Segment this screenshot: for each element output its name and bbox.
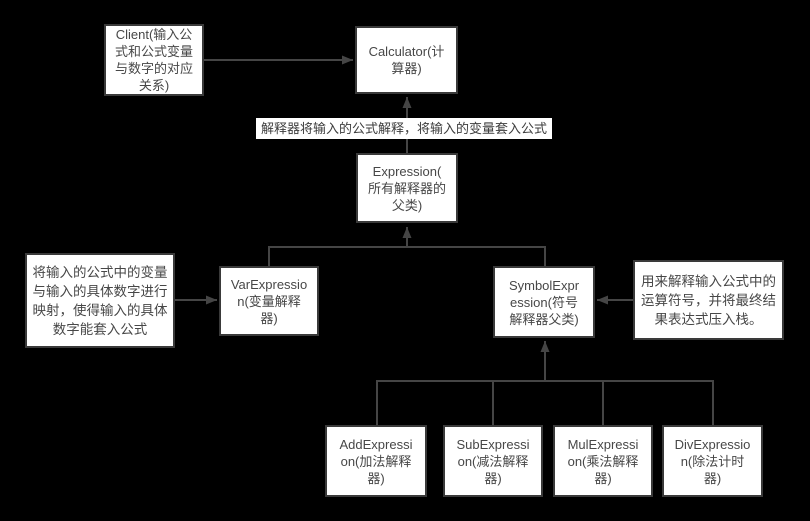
node-client: Client(输入公 式和公式变量 与数字的对应 关系): [104, 24, 204, 96]
node-var-expression: VarExpressio n(变量解释 器): [219, 266, 319, 336]
node-add-expression: AddExpressi on(加法解释 器): [325, 425, 427, 497]
node-sub-expression: SubExpressi on(减法解释 器): [443, 425, 543, 497]
node-symbol-expression: SymbolExpr ession(符号 解释器父类): [493, 266, 595, 338]
note-symbol-expression: 用来解释输入公式中的 运算符号，并将最终结 果表达式压入栈。: [633, 260, 784, 340]
node-calculator: Calculator(计 算器): [355, 26, 458, 94]
edge-inheritance-branch-symbol: [376, 380, 714, 425]
edge-label-interpret: 解释器将输入的公式解释，将输入的变量套入公式: [256, 118, 553, 139]
node-expression: Expression( 所有解释器的 父类): [356, 153, 458, 223]
note-var-expression: 将输入的公式中的变量 与输入的具体数字进行 映射，使得输入的具体 数字能套入公式: [25, 253, 175, 348]
node-mul-expression: MulExpressi on(乘法解释 器): [553, 425, 653, 497]
node-div-expression: DivExpressio n(除法计时 器): [662, 425, 763, 497]
edge-inheritance-branch-expression: [268, 246, 546, 266]
